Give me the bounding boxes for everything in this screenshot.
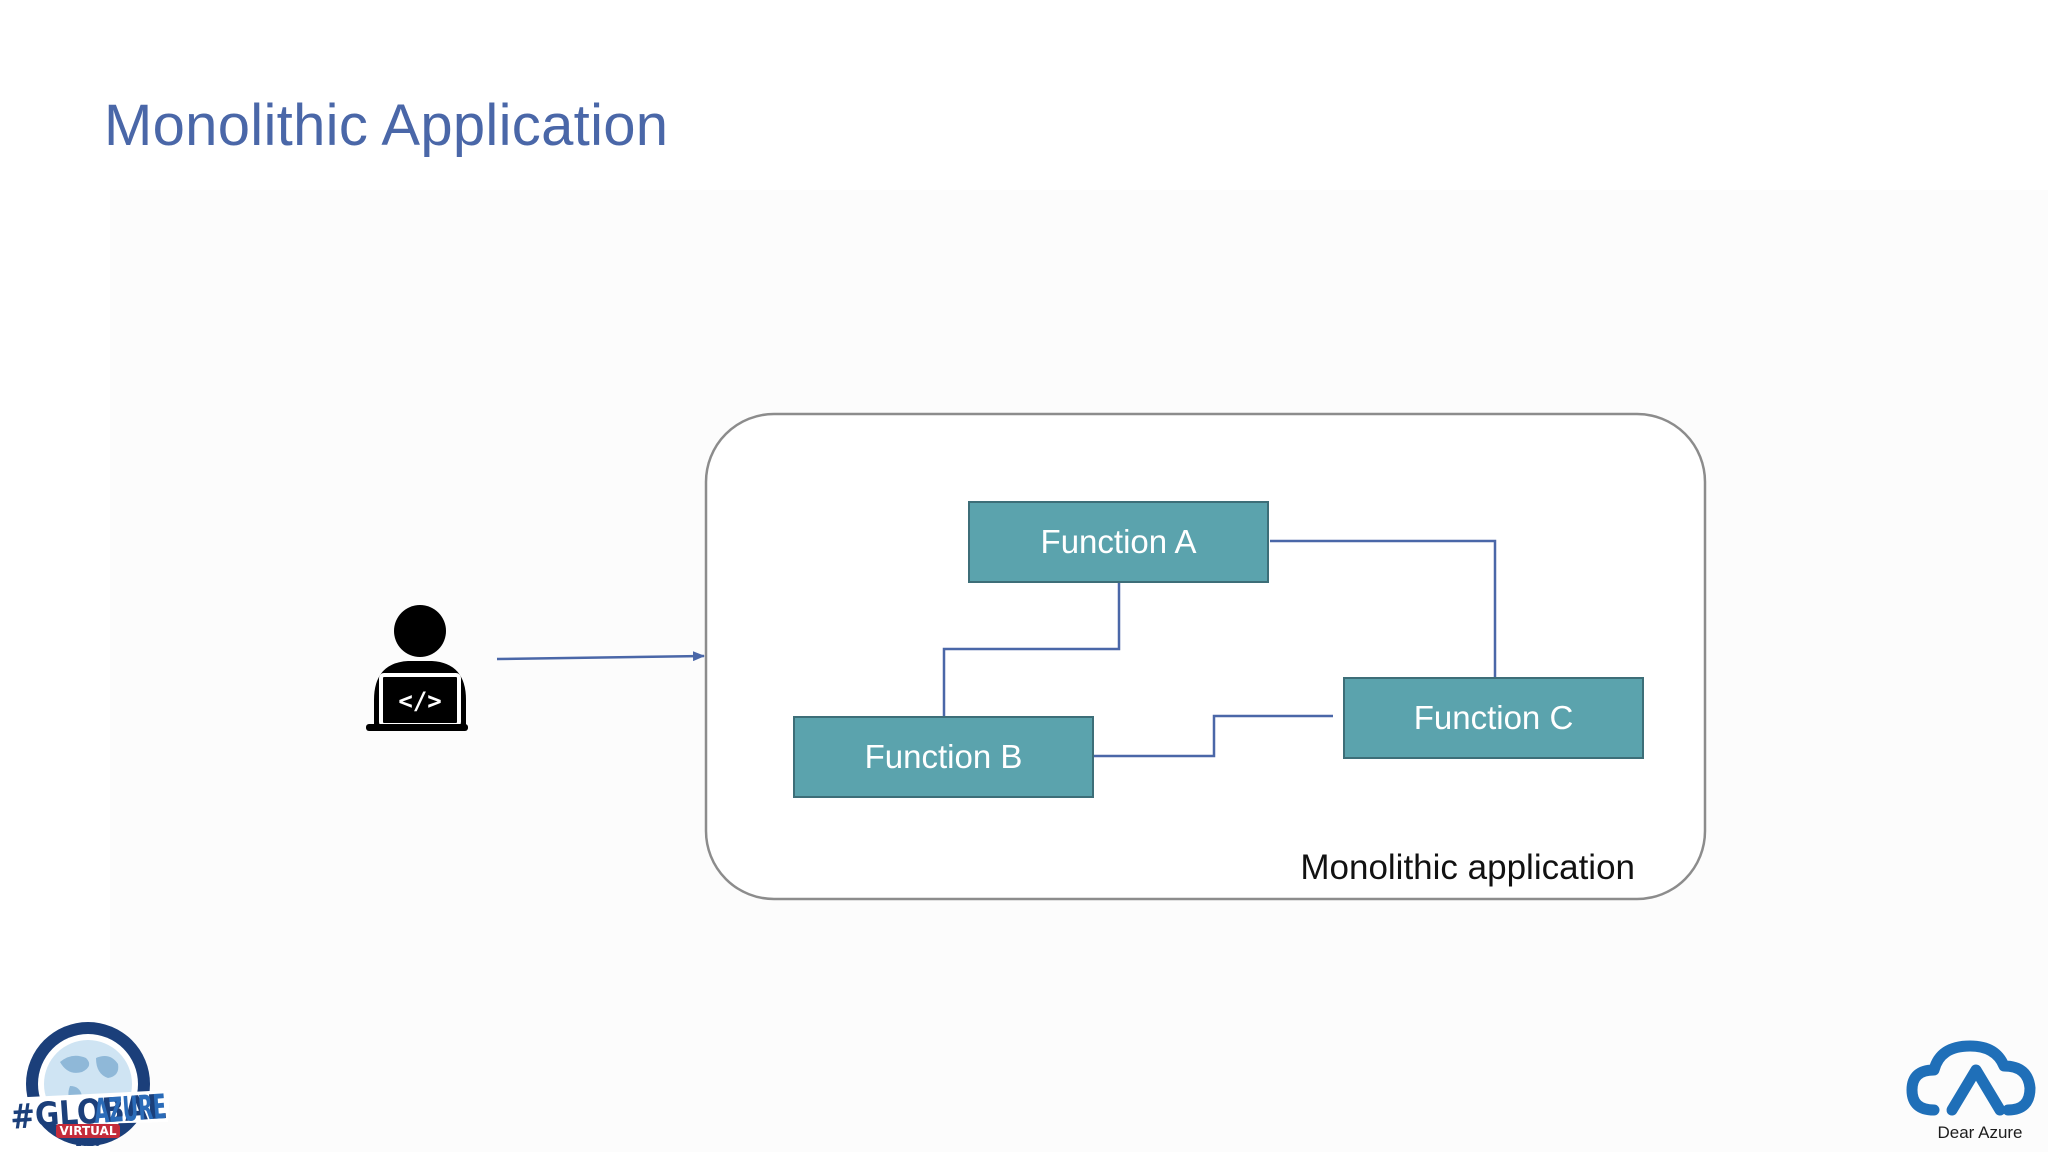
function-a-box: Function A <box>968 501 1269 583</box>
function-a-label: Function A <box>1040 523 1197 560</box>
global-azure-logo: #GLOBAL AZURE VIRTUAL 2020 <box>8 1022 170 1149</box>
svg-text:2020: 2020 <box>75 1139 100 1149</box>
slide-title: Monolithic Application <box>104 93 669 158</box>
function-b-label: Function B <box>864 738 1023 775</box>
function-c-label: Function C <box>1413 699 1574 736</box>
connector-a-to-c <box>1270 539 1497 677</box>
svg-text:</>: </> <box>398 687 441 715</box>
svg-text:VIRTUAL: VIRTUAL <box>60 1124 117 1138</box>
container-label: Monolithic application <box>1300 848 1635 887</box>
monolith-container <box>704 412 1707 901</box>
connector-b-to-c <box>1094 714 1333 758</box>
dear-azure-logo <box>1906 1040 2036 1116</box>
function-c-box: Function C <box>1343 677 1644 759</box>
user-request-arrow <box>496 651 705 662</box>
connector-a-to-b <box>942 583 1121 716</box>
dear-azure-logo-text: Dear Azure <box>1937 1123 2023 1142</box>
function-b-box: Function B <box>793 716 1094 798</box>
developer-laptop-icon: </> <box>366 605 468 731</box>
